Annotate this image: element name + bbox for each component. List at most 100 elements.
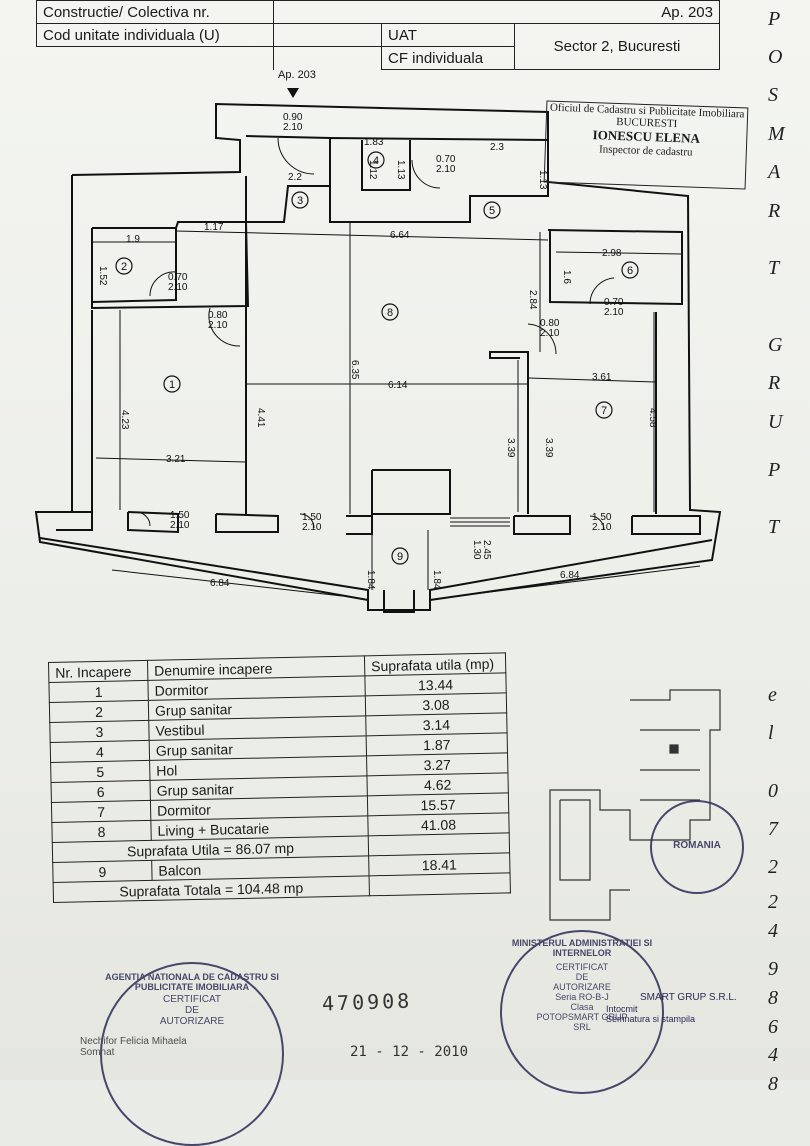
dimension-label: 1.83 xyxy=(364,137,384,148)
side-letter: R xyxy=(768,199,781,222)
table-cell-nr: 9 xyxy=(52,860,153,883)
door-swing xyxy=(277,137,315,175)
dimension-label: 1.12 xyxy=(367,160,378,180)
table-cell-nr: 3 xyxy=(49,720,150,743)
balcony-rail xyxy=(39,537,369,604)
dimension-label: 1.84 xyxy=(431,570,442,590)
wall xyxy=(361,140,411,191)
dimension-label: 1.52 xyxy=(97,266,108,286)
door-swing xyxy=(135,511,151,527)
room-number: 6 xyxy=(627,265,633,277)
dimension-label: 6.64 xyxy=(390,230,410,241)
dimension-label: 6.14 xyxy=(388,380,408,391)
dimension-line xyxy=(527,377,657,383)
side-letter: 4 xyxy=(768,919,778,942)
room-number: 7 xyxy=(601,405,607,417)
small-round-stamp: ROMANIA xyxy=(650,800,744,894)
dimension-label: 1.13 xyxy=(395,160,406,180)
wall xyxy=(489,351,529,514)
left-seal-stamp: AGENTIA NATIONALA DE CADASTRU SI PUBLICI… xyxy=(80,962,284,1146)
dimension-label: 1.17 xyxy=(204,222,224,233)
side-letter: 8 xyxy=(768,986,778,1009)
side-letter: P xyxy=(768,458,781,481)
door-swing xyxy=(208,307,241,347)
room-number: 3 xyxy=(297,195,303,207)
side-letter: A xyxy=(768,161,781,184)
side-letter: G xyxy=(768,334,783,357)
table-cell-nr: 8 xyxy=(51,820,152,843)
dimension-label: 6.84 xyxy=(210,578,230,589)
wall xyxy=(91,221,250,310)
door-swing xyxy=(299,513,315,529)
dimension-label: 2.2 xyxy=(288,172,302,183)
wall xyxy=(631,515,701,535)
side-letter: U xyxy=(768,410,783,433)
stamp-center-text: CERTIFICAT DE AUTORIZARE xyxy=(159,994,225,1027)
room-number: 5 xyxy=(489,205,495,217)
side-letter: e xyxy=(768,683,777,706)
door-swing xyxy=(149,271,177,297)
dimension-line xyxy=(555,251,683,255)
side-letter: T xyxy=(768,257,780,280)
dimension-label: 1.9 xyxy=(126,234,140,245)
side-letter: M xyxy=(768,122,785,145)
dimension-label: 1.13 xyxy=(537,170,548,190)
table-cell-nr: 6 xyxy=(51,780,151,803)
door-swing xyxy=(589,515,605,531)
dimension-label: 2.451.30 xyxy=(471,540,492,560)
wall xyxy=(127,511,179,534)
side-letter: 4 xyxy=(768,1044,778,1067)
stamp-ring-text: AGENTIA NATIONALA DE CADASTRU SI PUBLICI… xyxy=(105,972,279,992)
room-number: 1 xyxy=(169,379,175,391)
side-letter: S xyxy=(768,84,778,107)
wall xyxy=(513,515,571,535)
dimension-label: 1.6 xyxy=(561,270,572,284)
cadastre-office-stamp: Oficiul de Cadastru si Publicitate Imobi… xyxy=(543,100,749,190)
dimension-label: 4.58 xyxy=(647,408,658,428)
stamp-ring-text: MINISTERUL ADMINISTRATIEI SI INTERNELOR xyxy=(511,938,653,958)
column-header: Nr. Incapere xyxy=(48,660,148,683)
side-letter: 7 xyxy=(768,817,778,840)
side-letter: 2 xyxy=(768,856,778,879)
door-swing xyxy=(589,277,615,305)
wall xyxy=(371,469,451,515)
handwritten-date: 21 - 12 - 2010 xyxy=(350,1044,469,1060)
table-cell-nr: 4 xyxy=(50,740,150,763)
stamp-ring-text: ROMANIA xyxy=(673,840,721,851)
side-letter: 6 xyxy=(768,1015,778,1038)
dimension-label: 4.41 xyxy=(255,408,266,428)
room-marker-circle xyxy=(381,303,399,321)
room-marker-circle xyxy=(483,201,501,219)
wall xyxy=(91,227,177,303)
cf-label: CF individuala xyxy=(381,46,515,70)
side-letter: P xyxy=(768,7,781,30)
dimension-label: 3.21 xyxy=(166,454,186,465)
table-cell-nr: 1 xyxy=(48,680,149,703)
room-number: 2 xyxy=(121,261,127,273)
room-number: 4 xyxy=(373,155,379,167)
dimension-label: 3.39 xyxy=(543,438,554,458)
balcony-rail xyxy=(429,539,713,604)
rooms-table: Nr. Incapere Denumire incapere Suprafata… xyxy=(48,652,511,903)
wall xyxy=(346,515,373,535)
room-marker-circle xyxy=(163,375,181,393)
wall xyxy=(40,511,93,531)
dimension-line xyxy=(175,230,549,241)
dimension-label: 2.84 xyxy=(527,290,538,310)
apartment-label: Ap. 203 xyxy=(278,69,316,81)
stamp-names: Nechifor Felicia Mihaela Somnat xyxy=(80,1036,187,1058)
room-number: 9 xyxy=(397,551,403,563)
summary-blank xyxy=(369,872,511,896)
balcony-pillar xyxy=(383,590,415,613)
outer-wall xyxy=(34,102,722,611)
